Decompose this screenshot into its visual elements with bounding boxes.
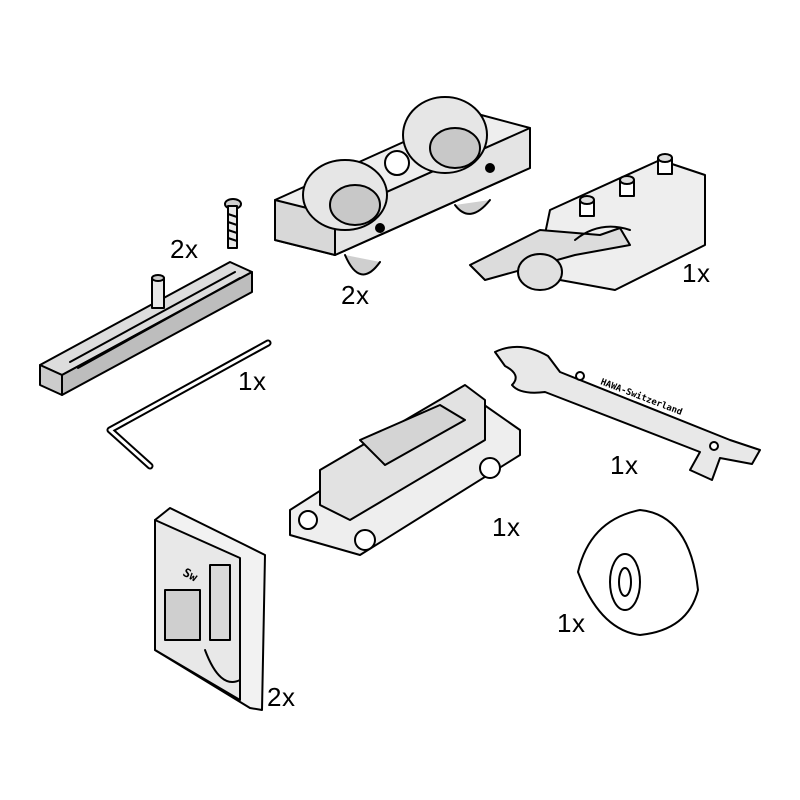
- wrench-icon: [494, 345, 761, 481]
- roller-carriage-icon: [274, 96, 531, 276]
- clip-engraving: Sw: [181, 565, 201, 585]
- floor-guide-qty: 1x: [492, 512, 521, 542]
- allen-key-qty: 1x: [238, 366, 267, 396]
- rail-profile-icon: [39, 261, 253, 396]
- brake-qty: 1x: [682, 258, 711, 288]
- floor-guide-icon: [289, 384, 521, 556]
- wrench-qty: 1x: [610, 450, 639, 480]
- allen-key-icon: [106, 339, 272, 470]
- bumper-qty: 1x: [557, 608, 586, 638]
- carriage-qty: 2x: [341, 280, 370, 310]
- clip-qty: 2x: [267, 682, 296, 712]
- rubber-bumper-icon: [577, 509, 699, 636]
- screw-qty: 2x: [170, 234, 199, 264]
- clip-bracket-icon: [154, 507, 266, 711]
- screw-icon: [224, 198, 242, 249]
- brake-stopper-icon: [469, 153, 706, 291]
